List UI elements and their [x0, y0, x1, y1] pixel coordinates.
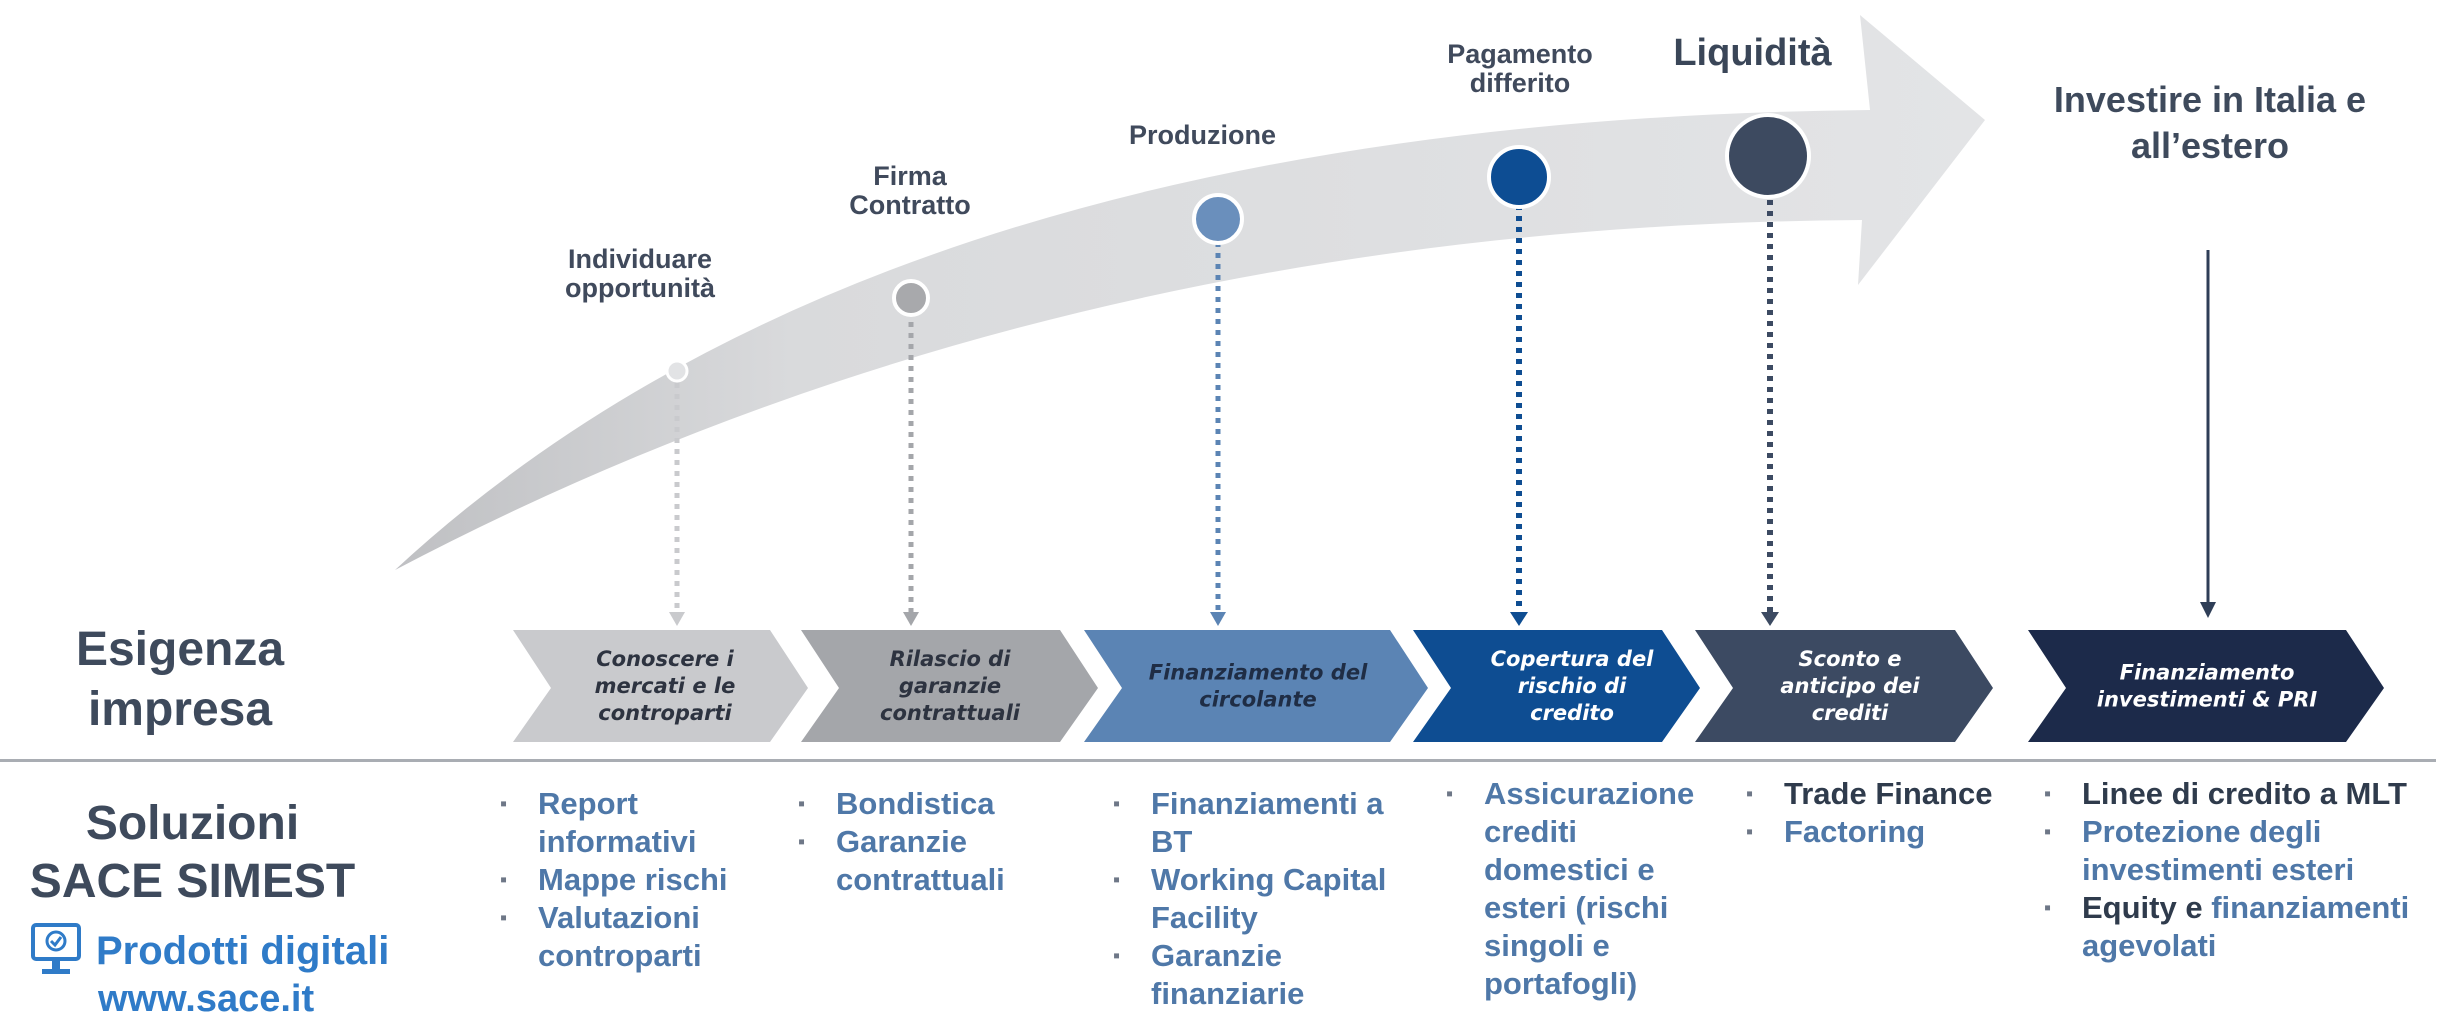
website-link[interactable]: www.sace.it	[98, 978, 315, 1020]
solutions-col-4: ▪ Assicurazione crediti domestici e ester…	[1438, 775, 1718, 1003]
solution-text: Trade Finance	[1784, 776, 1993, 811]
solution-item: ▪ Equity e finanziamenti agevolati	[2036, 889, 2446, 965]
solutions-col-1: ▪ Report informativi ▪ Mappe rischi ▪ Valutaz…	[492, 785, 792, 975]
connector-arrowhead-2	[903, 612, 919, 626]
chevron-6	[2028, 630, 2384, 742]
solution-text: Garanzie contrattuali	[836, 824, 1005, 897]
growth-arrow	[395, 15, 1985, 570]
chevron-1	[513, 630, 808, 742]
stage-dot-5	[1725, 113, 1811, 199]
bullet-icon: ▪	[1446, 783, 1454, 805]
bullet-icon: ▪	[2044, 783, 2052, 805]
solution-text: Protezione degli investimenti esteri	[2082, 814, 2355, 887]
solution-text: e	[2176, 890, 2212, 925]
solution-text: Factoring	[1784, 814, 1926, 849]
stage-label-1: Individuare opportunità	[565, 244, 715, 303]
solution-text: Working Capital Facility	[1151, 862, 1387, 935]
bullet-icon: ▪	[798, 831, 806, 853]
connector-arrowhead-4	[1510, 612, 1528, 626]
section-divider	[0, 759, 2436, 762]
solution-item: ▪ Protezione degli investimenti esteri	[2036, 813, 2446, 889]
solutions-col-2: ▪ Bondistica ▪ Garanzie contrattuali	[790, 785, 1080, 899]
solutions-title: Soluzioni SACE SIMEST	[29, 797, 356, 908]
solution-item: ▪ Working Capital Facility	[1105, 861, 1415, 937]
chevron-3	[1084, 630, 1428, 742]
solution-item: ▪ Report informativi	[492, 785, 792, 861]
solution-text: Mappe rischi	[538, 862, 728, 897]
stage-dot-2	[892, 279, 930, 317]
bullet-icon: ▪	[500, 869, 508, 891]
needs-title: Esigenza impresa	[75, 623, 285, 736]
solution-item: ▪ Mappe rischi	[492, 861, 792, 899]
chevron-5	[1695, 630, 1993, 742]
bullet-icon: ▪	[500, 907, 508, 929]
bullet-icon: ▪	[798, 793, 806, 815]
connector-arrowhead-1	[669, 612, 685, 626]
solution-text: Valutazioni controparti	[538, 900, 702, 973]
goal-arrowhead	[2200, 602, 2216, 618]
connector-arrowhead-5	[1761, 612, 1779, 626]
solution-text: Garanzie finanziarie	[1151, 938, 1305, 1011]
stage-label-3: Produzione	[1129, 120, 1276, 150]
solutions-col-6: ▪ Linee di credito a MLT ▪ Protezione degli…	[2036, 775, 2446, 965]
solution-text: finanziamenti agevolati	[2082, 890, 2410, 963]
monitor-check-icon	[30, 922, 82, 980]
bullet-icon: ▪	[1113, 793, 1121, 815]
chevron-4	[1413, 630, 1700, 742]
bullet-icon: ▪	[1113, 869, 1121, 891]
stage-dot-1	[665, 359, 689, 383]
solution-text: Linee di credito a MLT	[2082, 776, 2407, 811]
solution-item: ▪ Factoring	[1738, 813, 2028, 851]
digital-products-row[interactable]: Prodotti digitali	[30, 922, 389, 980]
bullet-icon: ▪	[500, 793, 508, 815]
connector-arrowhead-3	[1210, 612, 1226, 626]
solution-text: Equity	[2082, 890, 2177, 925]
solution-item: ▪ Garanzie contrattuali	[790, 823, 1080, 899]
stage-dot-3	[1192, 193, 1244, 245]
digital-products-label: Prodotti digitali	[96, 928, 390, 973]
stage-label-2: Firma Contratto	[849, 161, 971, 220]
solutions-col-3: ▪ Finanziamenti a BT ▪ Working Capital Faci…	[1105, 785, 1415, 1013]
solution-text: Assicurazione crediti domestici e esteri…	[1484, 776, 1695, 1001]
solution-item: ▪ Finanziamenti a BT	[1105, 785, 1415, 861]
solution-text: Report informativi	[538, 786, 697, 859]
bullet-icon: ▪	[2044, 897, 2052, 919]
end-goal-label: Investire in Italia e all’estero	[2053, 79, 2367, 166]
stage-dot-4	[1487, 145, 1551, 209]
solution-item: ▪ Garanzie finanziarie	[1105, 937, 1415, 1013]
solution-item: ▪ Linee di credito a MLT	[2036, 775, 2446, 813]
stage-label-4: Pagamento differito	[1447, 39, 1593, 98]
solution-item: ▪ Bondistica	[790, 785, 1080, 823]
solution-item: ▪ Trade Finance	[1738, 775, 2028, 813]
solution-item: ▪ Valutazioni controparti	[492, 899, 792, 975]
stage-label-5: Liquidità	[1673, 32, 1832, 74]
solution-text: Finanziamenti a BT	[1151, 786, 1384, 859]
bullet-icon: ▪	[1746, 821, 1754, 843]
bullet-icon: ▪	[2044, 821, 2052, 843]
solution-item: ▪ Assicurazione crediti domestici e ester…	[1438, 775, 1718, 1003]
bullet-icon: ▪	[1113, 945, 1121, 967]
solutions-col-5: ▪ Trade Finance ▪ Factoring	[1738, 775, 2028, 851]
bullet-icon: ▪	[1746, 783, 1754, 805]
solution-text: Bondistica	[836, 786, 995, 821]
chevron-2	[801, 630, 1098, 742]
